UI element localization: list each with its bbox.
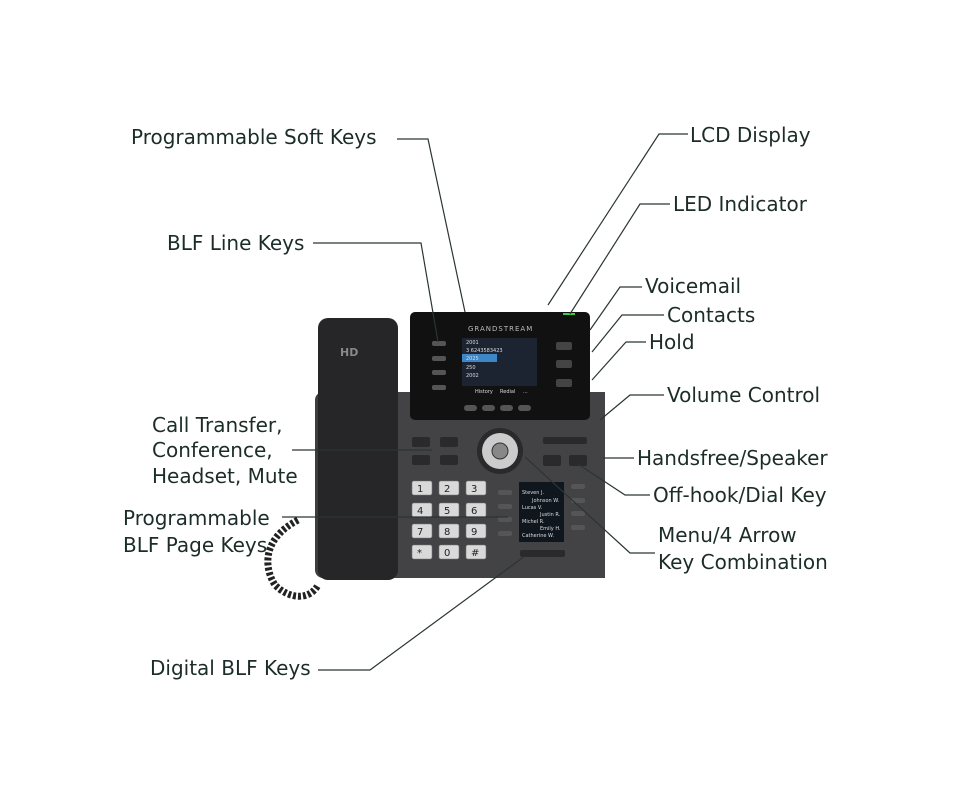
screen-softkey: Redial (500, 389, 515, 395)
led-indicator (563, 313, 575, 315)
blf-key[interactable] (498, 490, 512, 495)
handset-cord (264, 516, 322, 600)
label-digital-blf: Digital BLF Keys (150, 656, 311, 680)
key-label: # (471, 548, 479, 559)
screen-line: 3 6243583423 (466, 348, 503, 354)
leader-lines (282, 133, 688, 671)
key-label: 3 (471, 484, 477, 495)
speaker-key[interactable] (569, 455, 587, 466)
handset-mark: HD (340, 346, 358, 359)
screen-line: 2025 (466, 356, 479, 362)
label-blf-line-keys: BLF Line Keys (167, 231, 304, 255)
blf-name: Johnson W. (531, 498, 560, 504)
label-voicemail: Voicemail (645, 274, 741, 298)
line-key[interactable] (432, 341, 446, 346)
screen-line: 2001 (466, 340, 479, 346)
label-contacts: Contacts (667, 303, 755, 327)
key-label: 6 (471, 506, 477, 517)
label-soft-keys: Programmable Soft Keys (131, 125, 377, 149)
label-offhook: Off-hook/Dial Key (653, 483, 827, 507)
blf-name: Steven J. (522, 490, 544, 496)
hold-key[interactable] (556, 379, 572, 387)
label-call-transfer-line2: Conference, (152, 438, 273, 462)
blf-name: Justin R. (539, 512, 561, 518)
screen-softkey: ... (523, 389, 528, 395)
blf-name: Emily H. (540, 526, 561, 532)
label-menu-line1: Menu/4 Arrow (658, 523, 797, 547)
screen-line: 2002 (466, 373, 479, 379)
key-1[interactable] (411, 480, 433, 496)
key-9[interactable] (465, 523, 487, 539)
key-label: 2 (444, 484, 450, 495)
key-label: 7 (417, 527, 423, 538)
handset (318, 318, 398, 580)
label-call-transfer-line3: Headset, Mute (152, 464, 298, 488)
transfer-key[interactable] (412, 437, 430, 447)
key-8[interactable] (438, 523, 460, 539)
key-star[interactable] (411, 544, 433, 560)
blf-line-keys (432, 341, 446, 390)
key-label: 0 (444, 548, 450, 559)
line-key[interactable] (432, 370, 446, 375)
blf-key[interactable] (571, 511, 585, 516)
mute-key[interactable] (440, 455, 458, 465)
key-label: 5 (444, 506, 450, 517)
screen-softkey: History (475, 389, 493, 395)
label-lcd-display: LCD Display (690, 123, 811, 147)
key-2[interactable] (438, 480, 460, 496)
soft-key[interactable] (464, 405, 477, 411)
label-menu-line2: Key Combination (658, 550, 828, 574)
key-label: * (417, 548, 422, 559)
label-volume-control: Volume Control (667, 383, 820, 407)
key-7[interactable] (411, 523, 433, 539)
brand-logo: GRANDSTREAM (468, 325, 533, 333)
soft-key[interactable] (518, 405, 531, 411)
blf-key[interactable] (571, 525, 585, 530)
label-call-transfer-line1: Call Transfer, (152, 413, 282, 437)
soft-keys (464, 405, 531, 411)
label-led-indicator: LED Indicator (673, 192, 808, 216)
key-label: 4 (417, 506, 423, 517)
key-3[interactable] (465, 480, 487, 496)
key-0[interactable] (438, 544, 460, 560)
blf-key[interactable] (498, 517, 512, 522)
key-label: 1 (417, 484, 423, 495)
conference-key[interactable] (440, 437, 458, 447)
contacts-key[interactable] (556, 360, 572, 368)
blf-name: Catherine W. (522, 533, 554, 539)
label-hold: Hold (649, 330, 695, 354)
line-key[interactable] (432, 356, 446, 361)
keypad: 1 2 3 4 5 6 7 8 9 * 0 # (411, 480, 487, 560)
voicemail-key[interactable] (556, 342, 572, 350)
menu-key[interactable] (491, 442, 509, 460)
blf-key[interactable] (571, 484, 585, 489)
key-hash[interactable] (465, 544, 487, 560)
blf-screen (519, 482, 564, 542)
key-label: 8 (444, 527, 450, 538)
blf-page-switch[interactable] (520, 550, 565, 557)
blf-key[interactable] (498, 504, 512, 509)
phone-illustration: HD GRANDSTREAM 2001 3 6243583423 2025 25… (264, 312, 605, 600)
label-handsfree: Handsfree/Speaker (637, 446, 828, 470)
blf-name: Lucas V. (522, 505, 543, 511)
offhook-key[interactable] (543, 455, 561, 466)
soft-key[interactable] (500, 405, 513, 411)
headset-key[interactable] (412, 455, 430, 465)
label-blf-page-line2: BLF Page Keys (123, 533, 267, 557)
blf-key[interactable] (498, 531, 512, 536)
blf-name: Michel R. (522, 519, 545, 525)
label-blf-page-line1: Programmable (123, 506, 270, 530)
soft-key[interactable] (482, 405, 495, 411)
volume-control[interactable] (543, 437, 587, 444)
blf-page-keys (498, 484, 585, 536)
screen-line: 250 (466, 365, 476, 371)
line-key[interactable] (432, 385, 446, 390)
key-label: 9 (471, 527, 477, 538)
